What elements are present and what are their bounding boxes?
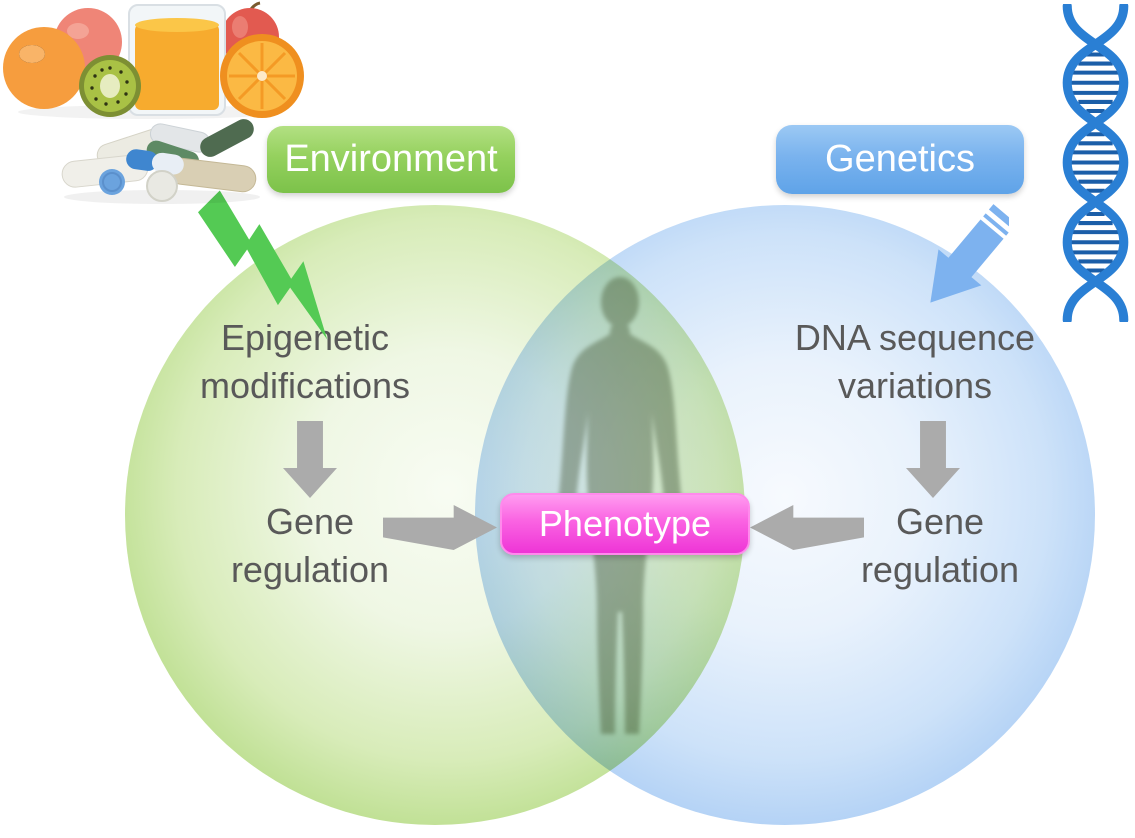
gene-regulation-left-text: Gene regulation [230,501,390,590]
genetics-label: Genetics [776,125,1024,194]
genetics-label-text: Genetics [825,138,975,180]
environment-label: Environment [267,126,515,193]
dna-sequence-variations-text: DNA sequence variations [794,317,1036,406]
phenotype-box: Phenotype [500,493,750,555]
fruits-and-pills-image [3,1,304,204]
orange-half-icon [220,34,304,118]
phenotype-label-text: Phenotype [538,503,712,544]
juice-glass-icon [128,4,226,116]
pills-icon [61,119,260,204]
dna-icon [1062,4,1129,322]
blue-arrow-icon [930,204,1009,303]
epigenetic-modifications-text: Epigenetic modifications [199,317,411,406]
environment-label-text: Environment [284,138,498,180]
orange-icon [3,27,85,109]
kiwi-icon [79,55,141,117]
gene-regulation-right-text: Gene regulation [860,501,1020,590]
